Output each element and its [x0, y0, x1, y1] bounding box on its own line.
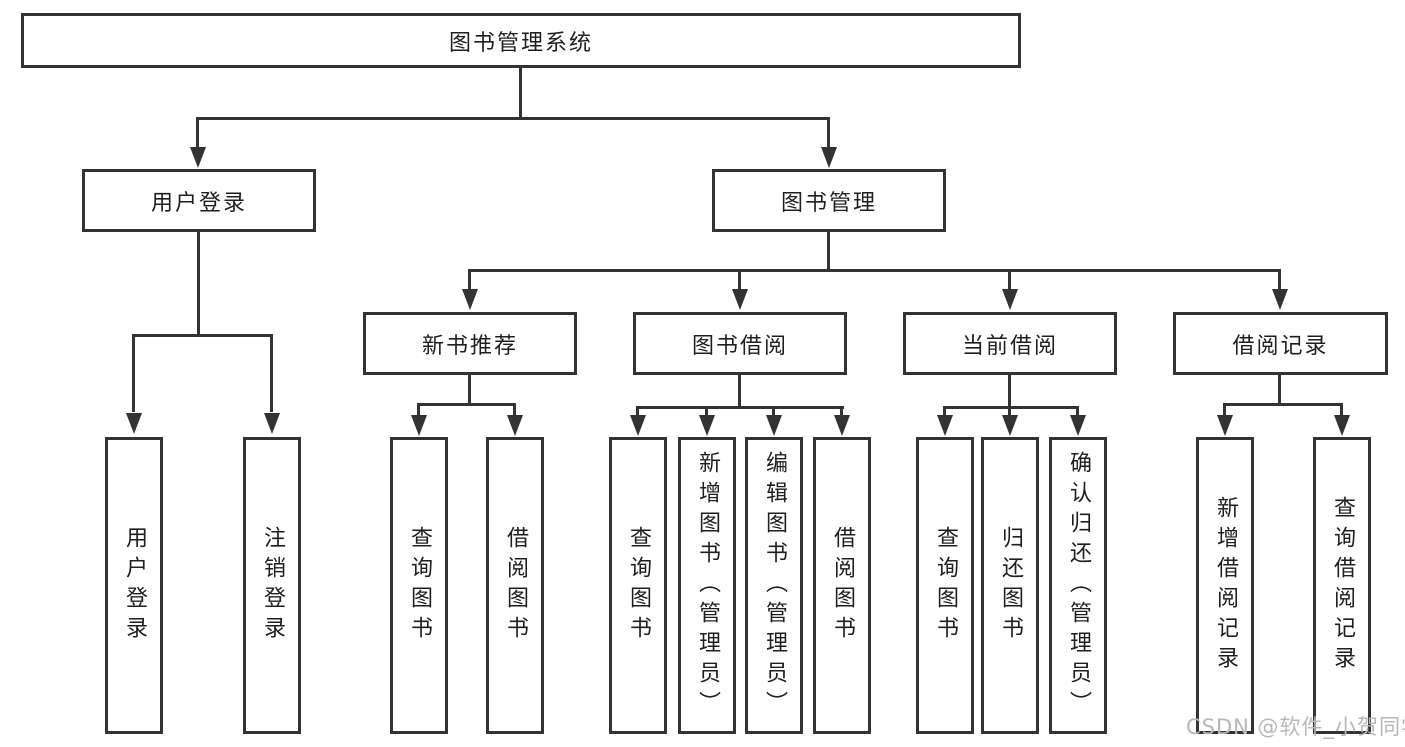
arrow-down-icon	[834, 415, 850, 436]
connector-line	[1278, 271, 1281, 289]
node-label: 查询借阅记录	[1330, 495, 1355, 676]
connector-line	[738, 374, 741, 407]
node-label: 查询图书	[407, 525, 432, 646]
connector-line	[840, 408, 843, 416]
connector-line	[1340, 405, 1343, 415]
arrow-down-icon	[1272, 289, 1288, 310]
connector-line	[468, 374, 471, 405]
arrow-down-icon	[732, 289, 748, 310]
node-root: 图书管理系统	[21, 13, 1021, 68]
connector-line	[1278, 374, 1281, 405]
node-label: 注销登录	[260, 525, 285, 646]
node-label: 查询图书	[933, 525, 958, 646]
connector-line	[1223, 403, 1343, 406]
connector-line	[513, 405, 516, 415]
connector-line	[772, 408, 775, 416]
connector-line	[827, 119, 830, 149]
leaf-add-borrow-record: 新增借阅记录	[1196, 437, 1254, 734]
connector-line	[636, 406, 844, 409]
node-borrow-records: 借阅记录	[1173, 312, 1388, 375]
connector-line	[636, 408, 639, 416]
node-label: 借阅图书	[503, 525, 528, 646]
leaf-edit-books-admin: 编辑图书（管理员）	[745, 437, 803, 734]
connector-line	[943, 406, 1079, 409]
arrow-down-icon	[1002, 415, 1018, 436]
node-label: 确认归还（管理员）	[1066, 450, 1091, 721]
node-book-management: 图书管理	[712, 169, 946, 232]
node-label: 归还图书	[998, 525, 1023, 646]
leaf-query-books-borrowing: 查询图书	[609, 437, 667, 734]
leaf-add-books-admin: 新增图书（管理员）	[678, 437, 736, 734]
arrow-down-icon	[1217, 415, 1233, 436]
leaf-user-login: 用户登录	[105, 437, 163, 734]
arrow-down-icon	[190, 147, 206, 168]
connector-line	[1076, 408, 1079, 416]
connector-line	[1008, 408, 1011, 416]
leaf-borrow-books: 借阅图书	[813, 437, 871, 734]
connector-line	[468, 269, 1281, 272]
arrow-down-icon	[126, 413, 142, 434]
leaf-confirm-return-admin: 确认归还（管理员）	[1049, 437, 1107, 734]
arrow-down-icon	[462, 289, 478, 310]
arrow-down-icon	[1070, 415, 1086, 436]
node-label: 用户登录	[122, 525, 147, 646]
arrow-down-icon	[1334, 415, 1350, 436]
node-label: 图书借阅	[691, 333, 788, 359]
connector-line	[943, 408, 946, 416]
node-label: 新书推荐	[421, 333, 518, 359]
node-label: 图书管理	[780, 190, 877, 216]
arrow-down-icon	[630, 415, 646, 436]
node-current-borrowing: 当前借阅	[903, 312, 1117, 375]
node-label: 借阅记录	[1232, 333, 1329, 359]
connector-line	[270, 336, 273, 412]
connector-line	[827, 231, 830, 271]
connector-line	[1008, 374, 1011, 407]
connector-line	[196, 117, 830, 120]
leaf-query-books-current: 查询图书	[916, 437, 974, 734]
node-label: 编辑图书（管理员）	[762, 450, 787, 721]
leaf-return-books: 归还图书	[981, 437, 1039, 734]
leaf-query-books-recommend: 查询图书	[390, 437, 448, 734]
leaf-query-borrow-record: 查询借阅记录	[1313, 437, 1371, 734]
node-label: 当前借阅	[961, 333, 1058, 359]
connector-line	[196, 119, 199, 149]
connector-line	[1223, 405, 1226, 415]
connector-line	[417, 405, 420, 415]
node-label: 用户登录	[150, 190, 247, 216]
arrow-down-icon	[766, 415, 782, 436]
connector-line	[738, 271, 741, 289]
node-label: 图书管理系统	[448, 30, 593, 56]
arrow-down-icon	[821, 147, 837, 168]
arrow-down-icon	[264, 413, 280, 434]
connector-line	[468, 271, 471, 289]
node-user-login: 用户登录	[82, 169, 316, 232]
arrow-down-icon	[699, 415, 715, 436]
node-label: 新增图书（管理员）	[695, 450, 720, 721]
connector-line	[705, 408, 708, 416]
node-new-book-recommend: 新书推荐	[363, 312, 577, 375]
leaf-borrow-books-recommend: 借阅图书	[486, 437, 544, 734]
csdn-watermark: CSDN @软件_小贺同学	[1186, 715, 1405, 739]
leaf-logout: 注销登录	[243, 437, 301, 734]
connector-line	[132, 336, 135, 412]
arrow-down-icon	[937, 415, 953, 436]
node-label: 新增借阅记录	[1213, 495, 1238, 676]
node-label: 查询图书	[626, 525, 651, 646]
connector-line	[132, 334, 273, 337]
connector-line	[1008, 271, 1011, 289]
connector-line	[417, 403, 516, 406]
node-book-borrowing: 图书借阅	[633, 312, 847, 375]
connector-line	[519, 68, 522, 119]
arrow-down-icon	[411, 415, 427, 436]
arrow-down-icon	[507, 415, 523, 436]
connector-line	[197, 231, 200, 335]
arrow-down-icon	[1002, 289, 1018, 310]
node-label: 借阅图书	[830, 525, 855, 646]
